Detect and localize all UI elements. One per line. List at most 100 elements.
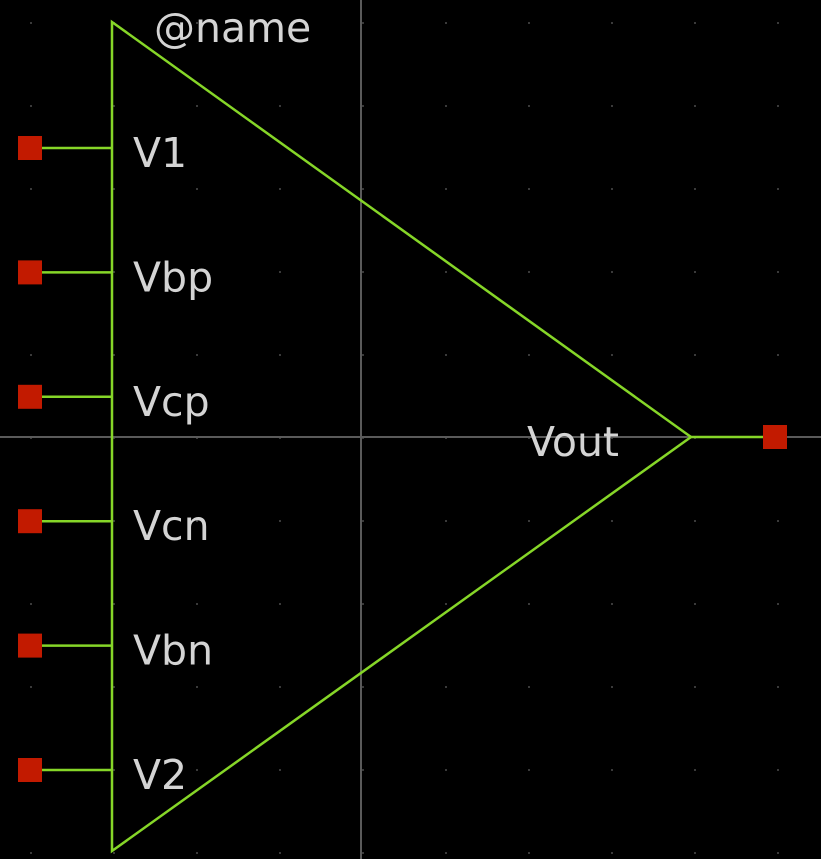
amplifier-triangle: [110, 19, 694, 854]
grid-dot: [694, 769, 696, 771]
vcp-pin[interactable]: Vcp: [18, 378, 210, 426]
grid-dot: [694, 22, 696, 24]
pin-terminal[interactable]: [18, 136, 42, 160]
grid-dot: [445, 22, 447, 24]
output-pin-group: [691, 425, 787, 449]
grid-dot: [196, 22, 198, 24]
grid-dot: [113, 271, 115, 273]
pin-label: Vbp: [133, 253, 213, 301]
grid-dot: [777, 105, 779, 107]
grid-dot: [611, 769, 613, 771]
grid-dot: [362, 354, 364, 356]
grid-dot: [445, 769, 447, 771]
grid-dot: [362, 271, 364, 273]
grid-dot: [528, 603, 530, 605]
grid-dot: [694, 188, 696, 190]
instance-name-label: @name: [154, 4, 311, 52]
grid-dot: [362, 520, 364, 522]
grid-dot: [30, 354, 32, 356]
grid-dot: [445, 603, 447, 605]
grid-dot: [528, 852, 530, 854]
grid-dot: [528, 105, 530, 107]
grid-dot: [528, 188, 530, 190]
grid-dot: [528, 354, 530, 356]
grid-dot: [113, 354, 115, 356]
amplifier-symbol[interactable]: @name Vout: [110, 4, 694, 854]
grid-dot: [528, 271, 530, 273]
pin-label: Vcn: [133, 502, 210, 550]
grid-dot: [362, 603, 364, 605]
grid-dot: [445, 188, 447, 190]
grid-dot: [362, 105, 364, 107]
grid-dot: [30, 686, 32, 688]
grid-dot: [279, 520, 281, 522]
pin-terminal[interactable]: [18, 260, 42, 285]
grid-dot: [196, 852, 198, 854]
grid-dot: [196, 769, 198, 771]
grid-dot: [279, 105, 281, 107]
v1-pin[interactable]: V1: [18, 129, 187, 177]
grid-dot: [611, 271, 613, 273]
pin-terminal[interactable]: [18, 384, 42, 409]
grid-dot: [445, 354, 447, 356]
grid-dot: [777, 354, 779, 356]
grid-dot: [694, 686, 696, 688]
grid-dot: [445, 686, 447, 688]
grid-dot: [113, 852, 115, 854]
v2-pin[interactable]: V2: [18, 751, 187, 799]
grid-dot: [777, 188, 779, 190]
grid-dot: [113, 520, 115, 522]
grid-dot: [30, 105, 32, 107]
grid-dot: [445, 520, 447, 522]
pin-terminal[interactable]: [18, 509, 42, 534]
grid-dot: [777, 686, 779, 688]
grid-dot: [113, 105, 115, 107]
grid-dot: [279, 852, 281, 854]
grid-dot: [30, 188, 32, 190]
grid-dot: [611, 188, 613, 190]
grid-dot: [528, 686, 530, 688]
pin-label: Vbn: [133, 627, 213, 675]
grid-dot: [362, 686, 364, 688]
grid-dot: [528, 520, 530, 522]
grid-dot: [362, 852, 364, 854]
grid-dot: [362, 22, 364, 24]
grid-dot: [362, 769, 364, 771]
grid-dot: [611, 603, 613, 605]
output-label: Vout: [527, 418, 619, 466]
grid-dot: [611, 520, 613, 522]
pin-label: V1: [133, 129, 187, 177]
pin-label: Vcp: [133, 378, 210, 426]
grid-dot: [611, 354, 613, 356]
vbp-pin[interactable]: Vbp: [18, 253, 213, 301]
grid-dot: [196, 271, 198, 273]
grid-dot: [694, 520, 696, 522]
grid-dot: [196, 520, 198, 522]
vbn-pin[interactable]: Vbn: [18, 627, 213, 675]
grid-dot: [528, 769, 530, 771]
grid-dot: [445, 852, 447, 854]
grid-dot: [362, 188, 364, 190]
grid-dots: [30, 22, 779, 854]
grid-dot: [30, 22, 32, 24]
grid-dot: [279, 603, 281, 605]
pin-terminal[interactable]: [763, 425, 787, 449]
grid-dot: [777, 852, 779, 854]
grid-dot: [694, 105, 696, 107]
grid-dot: [30, 603, 32, 605]
vcn-pin[interactable]: Vcn: [18, 502, 210, 550]
grid-dot: [113, 188, 115, 190]
pin-label: V2: [133, 751, 187, 799]
vout-pin[interactable]: [691, 425, 787, 449]
grid-dot: [528, 22, 530, 24]
grid-dot: [445, 271, 447, 273]
grid-dot: [279, 188, 281, 190]
grid-dot: [611, 852, 613, 854]
pin-terminal[interactable]: [18, 633, 42, 658]
grid-dot: [611, 22, 613, 24]
grid-dot: [777, 22, 779, 24]
pin-terminal[interactable]: [18, 758, 42, 782]
grid-dot: [196, 603, 198, 605]
